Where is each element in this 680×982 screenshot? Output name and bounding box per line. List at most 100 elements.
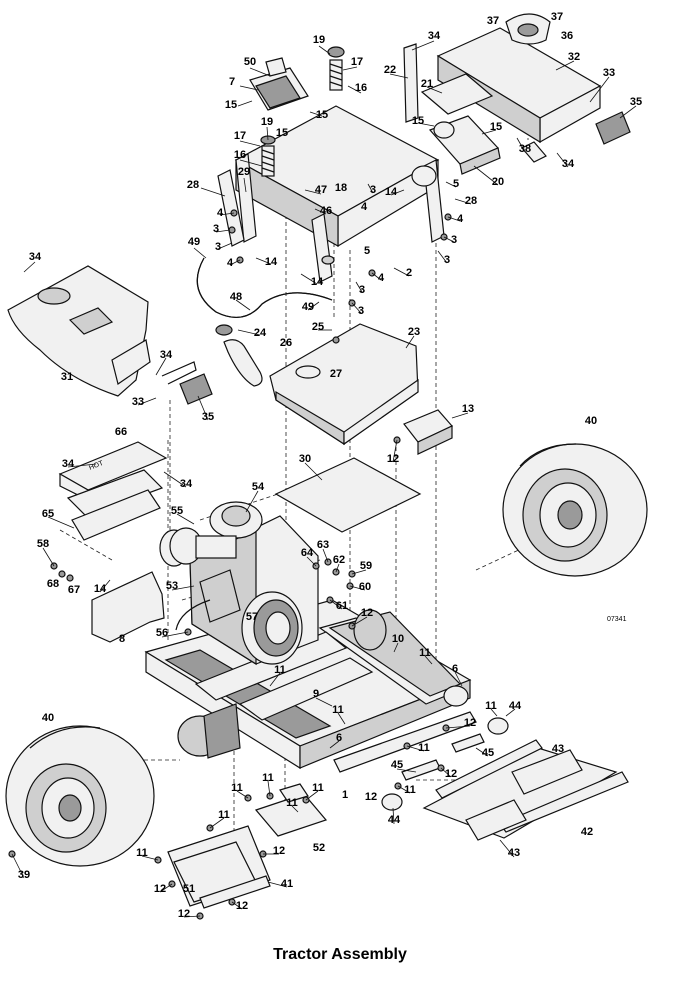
- heat-shields: HOT: [58, 441, 168, 643]
- leader-line: [99, 579, 111, 593]
- leader-line: [371, 272, 382, 281]
- part-callout: 51: [183, 883, 195, 895]
- part-callout: 33: [132, 396, 144, 408]
- part-callout: 9: [313, 688, 319, 700]
- leader-line: [445, 181, 457, 188]
- leader-line: [424, 655, 433, 665]
- leader-line: [411, 40, 435, 51]
- leader-line: [454, 671, 463, 687]
- leader-line: [309, 111, 323, 117]
- leader-line: [305, 790, 319, 801]
- part-callout: 17: [351, 56, 363, 68]
- part-callout: 12: [445, 768, 457, 780]
- leader-line: [437, 250, 448, 264]
- leader-line: [454, 198, 472, 205]
- part-callout: 15: [490, 121, 502, 133]
- leader-line: [171, 585, 195, 591]
- leader-line: [267, 881, 288, 888]
- leader-line: [315, 697, 333, 707]
- part-callout: 12: [365, 791, 377, 803]
- top-console: [403, 13, 602, 163]
- part-callout: 29: [238, 166, 250, 178]
- leader-line: [392, 439, 398, 463]
- part-callout: 15: [225, 99, 237, 111]
- part-callout: 60: [359, 581, 371, 593]
- part-callout: 19: [313, 34, 325, 46]
- part-callout: 62: [333, 554, 345, 566]
- leader-line: [589, 76, 610, 103]
- frame-plates: [167, 783, 328, 909]
- fender-left: [7, 265, 151, 397]
- leader-line: [555, 60, 575, 71]
- part-callout: 47: [315, 184, 327, 196]
- leader-line: [217, 242, 233, 250]
- leader-line: [197, 395, 209, 421]
- leader-line: [249, 67, 271, 77]
- leader-line: [209, 817, 225, 829]
- part-callout: 55: [171, 505, 183, 517]
- leader-line: [351, 302, 362, 314]
- part-callout: 26: [280, 337, 292, 349]
- leader-line: [389, 73, 409, 79]
- part-callout: 44: [388, 814, 401, 826]
- part-callout: 25: [312, 321, 324, 333]
- part-callout: 2: [406, 267, 412, 279]
- part-callout: 12: [273, 845, 285, 857]
- axle-hubs: [177, 703, 509, 811]
- part-callout: 61: [336, 600, 348, 612]
- part-callout: 19: [261, 116, 273, 128]
- part-callout: 12: [236, 900, 248, 912]
- part-callout: 3: [213, 223, 219, 235]
- part-callout: 43: [552, 743, 564, 755]
- leader-line: [619, 105, 637, 119]
- leader-line: [335, 563, 340, 573]
- part-callout: 4: [217, 207, 224, 219]
- leader-line: [200, 187, 226, 197]
- part-callout: 7: [229, 76, 235, 88]
- leader-line: [490, 708, 498, 717]
- part-callout: 67: [68, 584, 80, 596]
- part-callout: 11: [485, 700, 497, 712]
- leader-line: [231, 901, 243, 910]
- leader-line: [307, 301, 320, 311]
- leader-line: [163, 471, 187, 488]
- part-callout: 28: [187, 179, 199, 191]
- leader-line: [349, 585, 366, 591]
- leader-line: [193, 247, 207, 259]
- leader-line: [237, 100, 253, 107]
- springs: [260, 46, 345, 177]
- leader-line: [351, 616, 368, 627]
- leader-line: [266, 126, 269, 141]
- leader-line: [67, 463, 97, 468]
- leader-line: [11, 853, 25, 879]
- part-callout: 39: [18, 869, 30, 881]
- part-callout: 17: [234, 130, 246, 142]
- fuel-line: [196, 257, 333, 336]
- part-callout: 50: [244, 56, 256, 68]
- part-callout: 53: [166, 580, 178, 592]
- part-callout: 46: [320, 205, 332, 217]
- part-callout: 5: [453, 178, 459, 190]
- part-callout: 3: [370, 184, 376, 196]
- part-callout: 59: [360, 560, 372, 572]
- assembly-dash-line: [59, 529, 113, 561]
- leader-line: [445, 725, 471, 729]
- leader-line: [255, 257, 272, 265]
- part-callout: 64: [301, 547, 314, 559]
- leader-line: [397, 785, 411, 794]
- control-bracket: [249, 57, 309, 111]
- part-callout: 28: [465, 195, 477, 207]
- leader-line: [390, 189, 405, 196]
- part-callout: 54: [252, 481, 265, 493]
- part-callout: 58: [37, 538, 49, 550]
- leader-line: [155, 357, 167, 376]
- part-callout: 11: [274, 664, 286, 676]
- part-callout: 11: [404, 784, 416, 796]
- part-callout: 49: [188, 236, 200, 248]
- part-callout: 3: [451, 234, 457, 246]
- part-callout: 12: [464, 717, 476, 729]
- part-callout: 35: [630, 96, 642, 108]
- part-callout: 12: [178, 908, 190, 920]
- leader-line: [426, 86, 443, 94]
- part-callout: 32: [568, 51, 580, 63]
